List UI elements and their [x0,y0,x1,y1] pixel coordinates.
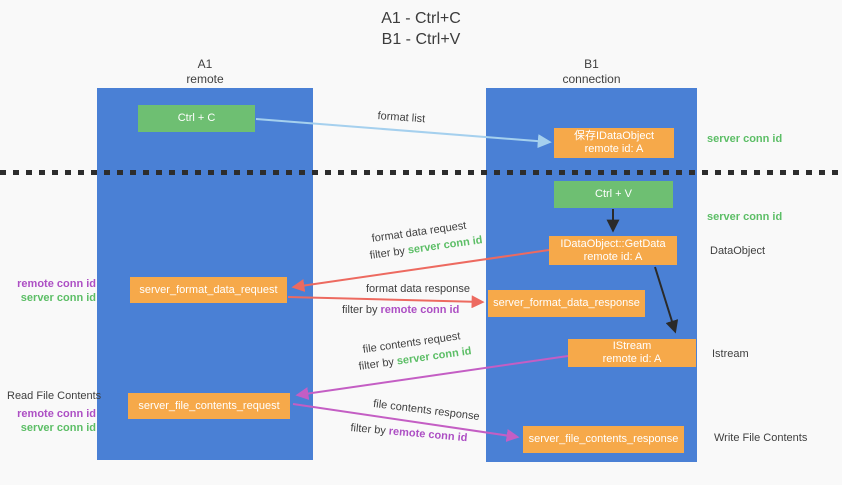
node-ctrl-c: Ctrl + C [138,105,255,132]
lane-b1-name: B1 [584,57,599,71]
remote-conn-id-text: remote conn id [17,278,96,290]
node-server-file-contents-request-label: server_file_contents_request [138,399,280,412]
node-idataobject-getdata: IDataObject::GetData remote id: A [549,236,677,265]
diagram-title: A1 - Ctrl+C B1 - Ctrl+V [0,8,842,50]
node-save-idataobject: 保存IDataObject remote id: A [554,128,674,158]
left-conn-id-labels-file: remote conn id server conn id [0,407,96,435]
lane-a1-name: A1 [197,57,213,71]
side-label-server-conn-id-mid: server conn id [707,211,783,223]
filter-by-text: filter by [349,422,387,438]
node-ctrl-c-label: Ctrl + C [177,112,216,124]
side-label-istream: Istream [712,348,749,360]
section-divider-dotted-line [0,170,842,175]
node-server-file-contents-response: server_file_contents_response [523,426,684,453]
server-conn-id-text: server conn id [20,292,96,304]
filter-by-text: filter by [342,304,378,316]
arrow-label-format-list: format list [377,110,426,126]
node-idataobject-getdata-line1: IDataObject::GetData [560,237,666,250]
arrow-label-format-data-response: format data response [366,283,470,295]
arrow-format-data-response [287,295,485,309]
filter-by-text: filter by [369,245,406,262]
node-idataobject-getdata-line2: remote id: A [583,250,643,263]
arrow-label-file-contents-response: file contents response [372,398,481,423]
node-ctrl-v-label: Ctrl + V [595,188,632,200]
remote-conn-id-text: remote conn id [17,408,96,420]
lane-header-a1: A1 remote [97,57,313,87]
title-line-1: A1 - Ctrl+C [381,10,461,27]
remote-conn-id-text: remote conn id [388,425,468,445]
title-line-2: B1 - Ctrl+V [381,31,461,48]
node-istream-line1: IStream [612,340,652,352]
lane-a1-role: remote [186,72,224,86]
node-server-format-data-request-label: server_format_data_request [139,283,278,296]
server-conn-id-text: server conn id [20,422,96,434]
side-label-server-conn-id-top: server conn id [707,133,783,145]
node-server-format-data-request: server_format_data_request [130,277,287,303]
node-save-idataobject-line1: 保存IDataObject [573,130,655,142]
node-save-idataobject-line2: remote id: A [584,143,644,155]
lane-header-b1: B1 connection [486,57,697,87]
left-conn-id-labels-format: remote conn id server conn id [0,277,96,305]
node-server-format-data-response-label: server_format_data_response [493,297,640,309]
side-label-write-file-contents: Write File Contents [714,432,808,444]
node-istream: IStream remote id: A [568,339,696,367]
side-label-read-file-contents: Read File Contents [7,390,102,402]
node-server-format-data-response: server_format_data_response [488,290,645,317]
node-istream-line2: remote id: A [602,353,662,365]
node-server-file-contents-request: server_file_contents_request [128,393,290,419]
node-server-file-contents-response-label: server_file_contents_response [528,433,679,445]
side-label-dataobject: DataObject [710,245,766,257]
remote-conn-id-text: remote conn id [380,304,460,316]
node-ctrl-v: Ctrl + V [554,181,673,208]
filter-by-text: filter by [358,356,395,373]
lane-b1-role: connection [562,72,621,86]
